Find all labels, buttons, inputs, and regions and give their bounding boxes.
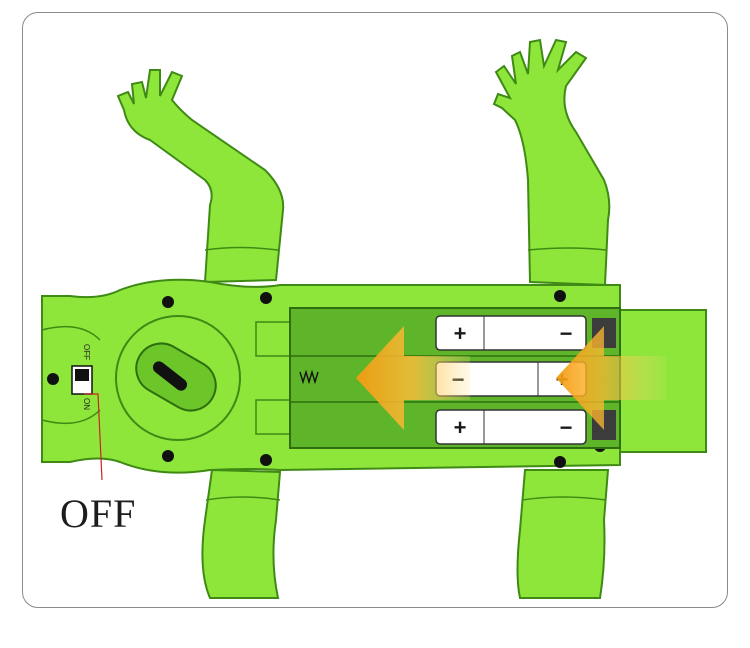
battery-3: + − <box>435 409 587 445</box>
off-callout-label: OFF <box>60 491 137 536</box>
battery-1-right-sign: − <box>560 321 573 346</box>
switch-on-label: ON <box>82 398 91 410</box>
rotary-dial[interactable] <box>115 315 241 441</box>
power-switch[interactable]: OFF ON <box>71 344 93 410</box>
rear-right-leg <box>516 469 610 599</box>
front-right-leg <box>492 38 611 287</box>
battery-1: + − <box>435 315 587 351</box>
rear-left-leg <box>201 468 282 599</box>
callout-line <box>84 393 103 481</box>
insert-arrow-left <box>356 326 470 430</box>
insert-arrow-right <box>556 326 666 430</box>
battery-3-right-sign: − <box>560 415 573 440</box>
battery-1-left-sign: + <box>454 321 467 346</box>
switch-off-label: OFF <box>82 344 91 360</box>
battery-3-left-sign: + <box>454 415 467 440</box>
front-left-leg <box>116 69 285 284</box>
